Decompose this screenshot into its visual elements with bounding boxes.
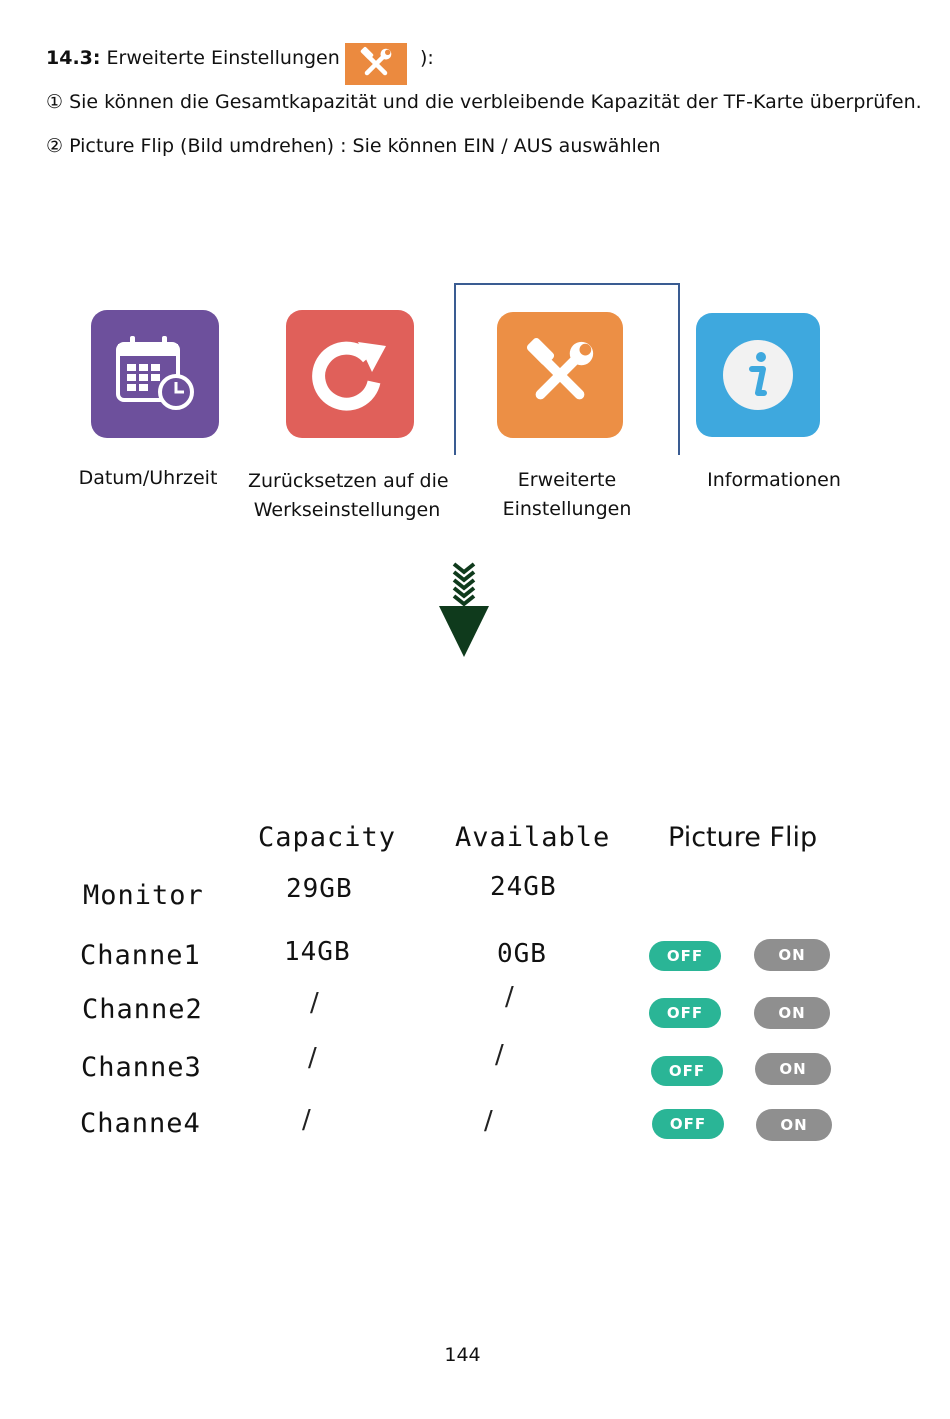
advanced-settings-tile[interactable] (497, 312, 623, 438)
down-arrow-icon (439, 562, 489, 657)
factory-reset-tile[interactable] (286, 310, 414, 438)
info-icon (723, 340, 793, 410)
channel-4-label: Channe4 (80, 1108, 201, 1139)
channel-2-label: Channe2 (82, 994, 203, 1025)
page-number: 144 (444, 1344, 481, 1366)
tools-icon (526, 338, 594, 400)
channel-1-off-button[interactable]: OFF (649, 941, 721, 971)
channel-3-available: / (495, 1040, 504, 1070)
date-time-tile[interactable] (91, 310, 219, 438)
channel-1-label: Channe1 (80, 940, 201, 971)
instruction-line-2: ② Picture Flip (Bild umdrehen) : Sie kön… (46, 135, 661, 157)
channel-1-on-button[interactable]: ON (754, 939, 830, 971)
channel-4-on-button[interactable]: ON (756, 1109, 832, 1141)
channel-2-off-button[interactable]: OFF (649, 998, 721, 1028)
date-time-label: Datum/Uhrzeit (62, 464, 234, 493)
advanced-settings-label-line2: Einstellungen (502, 498, 632, 520)
channel-3-on-button[interactable]: ON (755, 1053, 831, 1085)
channel-4-capacity: / (302, 1105, 311, 1135)
heading-close-paren: ): (420, 47, 434, 69)
channel-2-capacity: / (310, 988, 319, 1018)
channel-1-available: 0GB (497, 939, 547, 969)
calendar-clock-icon (116, 336, 194, 410)
picture-flip-header: Picture Flip (668, 822, 818, 853)
information-label: Informationen (698, 466, 850, 495)
date-time-label-line: Datum/Uhrzeit (78, 467, 218, 489)
factory-reset-label-line2: Werkseinstellungen (253, 499, 441, 521)
available-header: Available (455, 822, 611, 853)
factory-reset-label-line1: Zurücksetzen auf die (248, 470, 449, 492)
channel-4-available: / (484, 1106, 493, 1136)
section-heading: 14.3: Erweiterte Einstellungen ( (46, 44, 353, 72)
channel-3-off-button[interactable]: OFF (651, 1056, 723, 1086)
capacity-header: Capacity (258, 822, 397, 853)
instruction-line-1: ① Sie können die Gesamtkapazität und die… (46, 91, 922, 113)
reset-icon (312, 341, 386, 411)
advanced-settings-label: Erweiterte Einstellungen (482, 466, 652, 524)
information-tile[interactable] (696, 313, 820, 437)
channel-2-on-button[interactable]: ON (754, 997, 830, 1029)
channel-4-off-button[interactable]: OFF (652, 1109, 724, 1139)
monitor-label: Monitor (83, 880, 204, 911)
information-label-line: Informationen (707, 469, 841, 491)
factory-reset-label: Zurücksetzen auf die Werkseinstellungen (248, 467, 449, 525)
advanced-settings-label-line1: Erweiterte (517, 469, 617, 491)
monitor-available: 24GB (490, 872, 557, 902)
section-title: Erweiterte Einstellungen ( (100, 47, 354, 69)
channel-1-capacity: 14GB (284, 937, 351, 967)
monitor-capacity: 29GB (286, 874, 353, 904)
channel-3-capacity: / (308, 1043, 317, 1073)
channel-2-available: / (505, 982, 514, 1012)
section-number: 14.3: (46, 47, 101, 69)
selection-frame (454, 283, 680, 455)
channel-3-label: Channe3 (81, 1052, 202, 1083)
tools-icon (345, 43, 407, 85)
